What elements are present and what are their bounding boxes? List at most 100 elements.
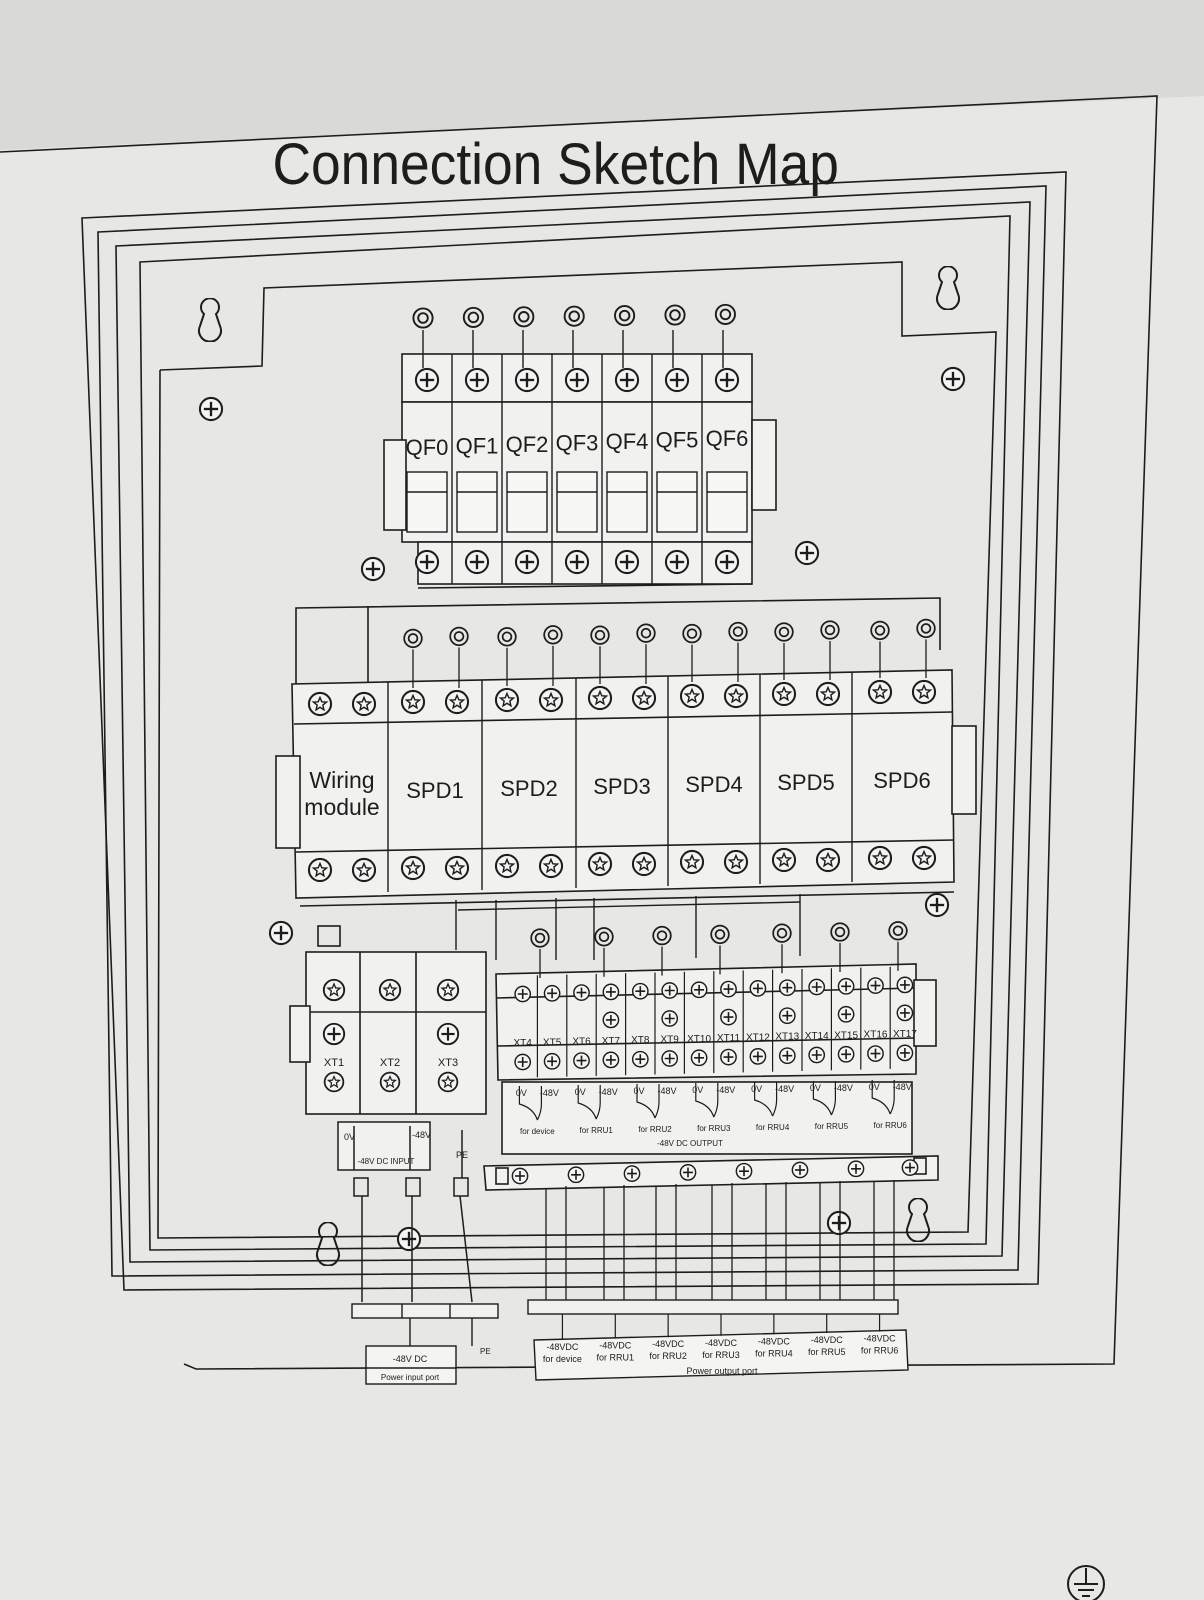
terminal-label: XT17	[893, 1029, 917, 1040]
screw-icon	[837, 977, 855, 995]
spd-label: SPD6	[873, 768, 930, 793]
terminal-xt6: XT6	[566, 974, 591, 1077]
polarity-label: -48V	[540, 1088, 559, 1098]
terminal-xt1: XT1	[322, 978, 346, 1093]
screw-icon	[631, 851, 657, 877]
power-input-port	[365, 1318, 473, 1385]
terminal-xt4: XT4	[514, 985, 532, 1071]
screw-icon	[940, 366, 966, 392]
power-output-port	[533, 1329, 909, 1381]
screw-icon	[720, 980, 737, 998]
terminal-xt7: XT7	[595, 973, 621, 1076]
breaker-label: QF1	[456, 434, 499, 459]
screw-icon	[690, 1049, 708, 1067]
screw-icon	[494, 853, 520, 879]
terminal-xt11: XT11	[713, 971, 741, 1074]
screw-icon	[614, 549, 640, 575]
terminal-label: XT6	[572, 1037, 591, 1048]
screw-icon	[837, 1045, 855, 1063]
spd-label: SPD3	[593, 774, 650, 799]
terminal-xt3: XT3	[436, 978, 460, 1093]
screw-icon	[896, 1004, 914, 1022]
polarity-label: 0V	[516, 1088, 527, 1098]
polarity-label: 0V	[575, 1087, 586, 1097]
terminal-xt13: XT13	[771, 969, 800, 1072]
screw-icon	[511, 1167, 529, 1185]
screw-icon	[564, 367, 590, 393]
terminal-label: XT3	[438, 1057, 458, 1069]
power-output-line1: -48VDC	[811, 1335, 844, 1345]
screw-icon	[690, 981, 708, 999]
screw-icon	[911, 845, 937, 871]
screw-icon	[815, 847, 841, 873]
polarity-label: 0V	[751, 1084, 762, 1094]
screw-icon	[436, 1022, 460, 1046]
output-group-label: for RRU3	[697, 1124, 731, 1133]
terminal-xt14: XT14	[801, 969, 829, 1071]
screw-icon	[771, 681, 797, 707]
power-input-caption: Power input port	[381, 1373, 440, 1382]
screw-icon	[815, 681, 841, 707]
screw-icon	[679, 1163, 697, 1181]
spd-module-6: SPD6	[851, 618, 937, 882]
terminal-label: XT2	[380, 1057, 400, 1069]
spd-label: SPD2	[500, 776, 557, 801]
screw-icon	[322, 978, 346, 1002]
screw-icon	[538, 853, 564, 879]
ground-symbol-icon	[1067, 1565, 1105, 1600]
terminal-xt2: XT2	[378, 978, 402, 1093]
breaker-label: QF0	[406, 435, 449, 460]
screw-icon	[714, 367, 740, 393]
polarity-label: 0V	[810, 1083, 821, 1093]
breaker-qf0: QF0	[406, 307, 449, 575]
power-output-line2: for RRU2	[649, 1351, 687, 1361]
polarity-label: -48V	[599, 1087, 618, 1097]
screw-icon	[587, 851, 613, 877]
polarity-label: 0V	[692, 1085, 703, 1095]
spd-module-1: SPD1	[387, 626, 470, 892]
screw-icon	[661, 1050, 679, 1067]
screw-icon	[351, 691, 377, 717]
input-label-minus48v: -48V	[412, 1130, 431, 1140]
screw-icon	[778, 1007, 796, 1025]
terminal-xt12: XT12	[742, 970, 770, 1073]
screw-icon	[808, 978, 826, 996]
breaker-label: QF5	[656, 428, 699, 453]
power-output-line1: -48VDC	[864, 1334, 897, 1344]
output-group-label: for RRU6	[874, 1121, 908, 1130]
power-output-line1: -48VDC	[705, 1338, 738, 1348]
power-output-line2: for RRU4	[755, 1348, 793, 1358]
output-group-label: for RRU1	[580, 1126, 614, 1135]
screw-icon	[896, 1044, 914, 1062]
breaker-qf1: QF1	[451, 306, 499, 584]
screw-icon	[661, 1010, 679, 1027]
screw-icon	[514, 367, 540, 393]
output-group-label: for RRU4	[756, 1123, 790, 1132]
power-output-line2: for RRU1	[597, 1353, 635, 1363]
terminal-label: XT10	[687, 1034, 711, 1045]
diagram-title: Connection Sketch Map	[272, 132, 838, 197]
screw-icon	[444, 855, 470, 881]
spd-module-3: SPD3	[575, 623, 657, 888]
terminal-label: XT14	[805, 1031, 829, 1042]
polarity-label: -48V	[775, 1084, 794, 1094]
screw-icon	[679, 683, 705, 709]
polarity-label: -48V	[657, 1086, 676, 1096]
screw-icon	[714, 549, 740, 575]
terminal-label: XT11	[717, 1033, 741, 1044]
breaker-qf4: QF4	[601, 305, 648, 584]
screw-icon	[567, 1166, 585, 1184]
screw-icon	[794, 540, 820, 566]
